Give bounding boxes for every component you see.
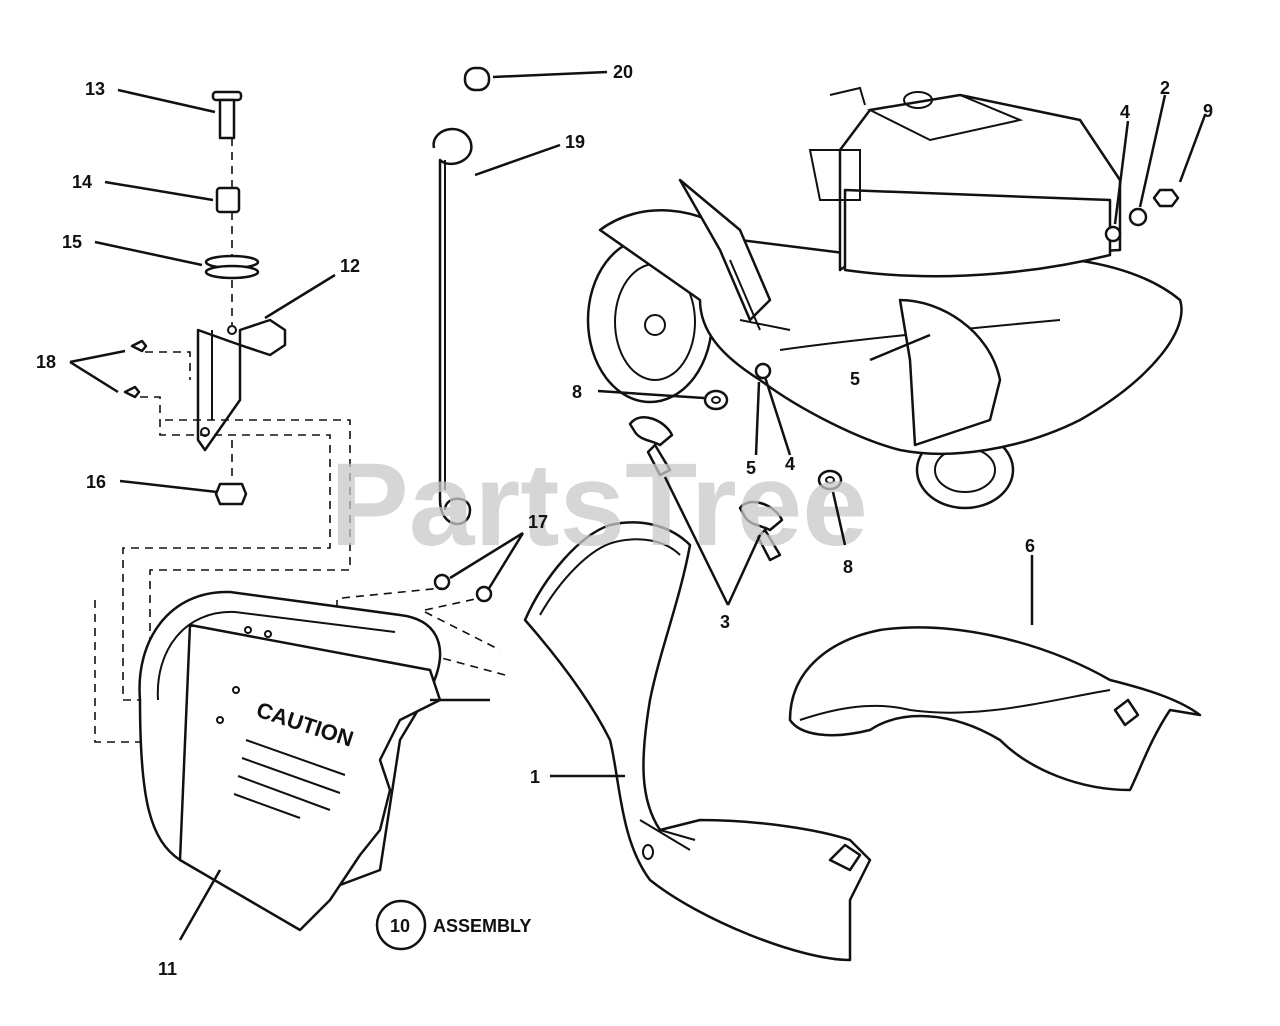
flap-assembly: CAUTION <box>138 590 490 932</box>
callout-18: 18 <box>36 352 56 372</box>
callout-15: 15 <box>62 232 82 252</box>
chute-cover <box>788 626 1202 792</box>
callout-13: 13 <box>85 79 105 99</box>
mower-illustration <box>586 86 1183 510</box>
callout-4-top: 4 <box>1120 102 1130 122</box>
bracket-hardware <box>123 90 287 506</box>
callout-8-right: 8 <box>843 557 853 577</box>
rod-assembly <box>432 66 491 526</box>
callout-2: 2 <box>1160 78 1170 98</box>
callout-6: 6 <box>1025 536 1035 556</box>
callout-9: 9 <box>1203 101 1213 121</box>
nuts-17 <box>433 573 493 603</box>
callout-5-mid: 5 <box>746 458 756 478</box>
wing-nut-hardware <box>628 389 843 562</box>
assembly-callout: 10 ASSEMBLY <box>375 899 531 951</box>
assembly-dashed-lines <box>94 351 506 743</box>
callout-16: 16 <box>86 472 106 492</box>
assembly-label: ASSEMBLY <box>433 916 531 936</box>
assembly-circle <box>375 899 427 951</box>
watermark-text: PartsTree <box>330 439 868 571</box>
callout-3: 3 <box>720 612 730 632</box>
callout-4-mid: 4 <box>785 454 795 474</box>
callout-12: 12 <box>340 256 360 276</box>
callout-20: 20 <box>613 62 633 82</box>
callout-5-right: 5 <box>850 369 860 389</box>
discharge-chute <box>523 521 872 962</box>
callout-8-left: 8 <box>572 382 582 402</box>
leader-lines <box>69 70 1207 941</box>
assembly-number: 10 <box>390 916 410 936</box>
callout-11: 11 <box>158 959 177 979</box>
callout-labels: 13 14 15 12 18 16 20 19 17 4 2 9 8 5 4 5… <box>36 62 1213 979</box>
callout-14: 14 <box>72 172 92 192</box>
callout-1: 1 <box>530 767 540 787</box>
callout-17: 17 <box>528 512 548 532</box>
callout-19: 19 <box>565 132 585 152</box>
